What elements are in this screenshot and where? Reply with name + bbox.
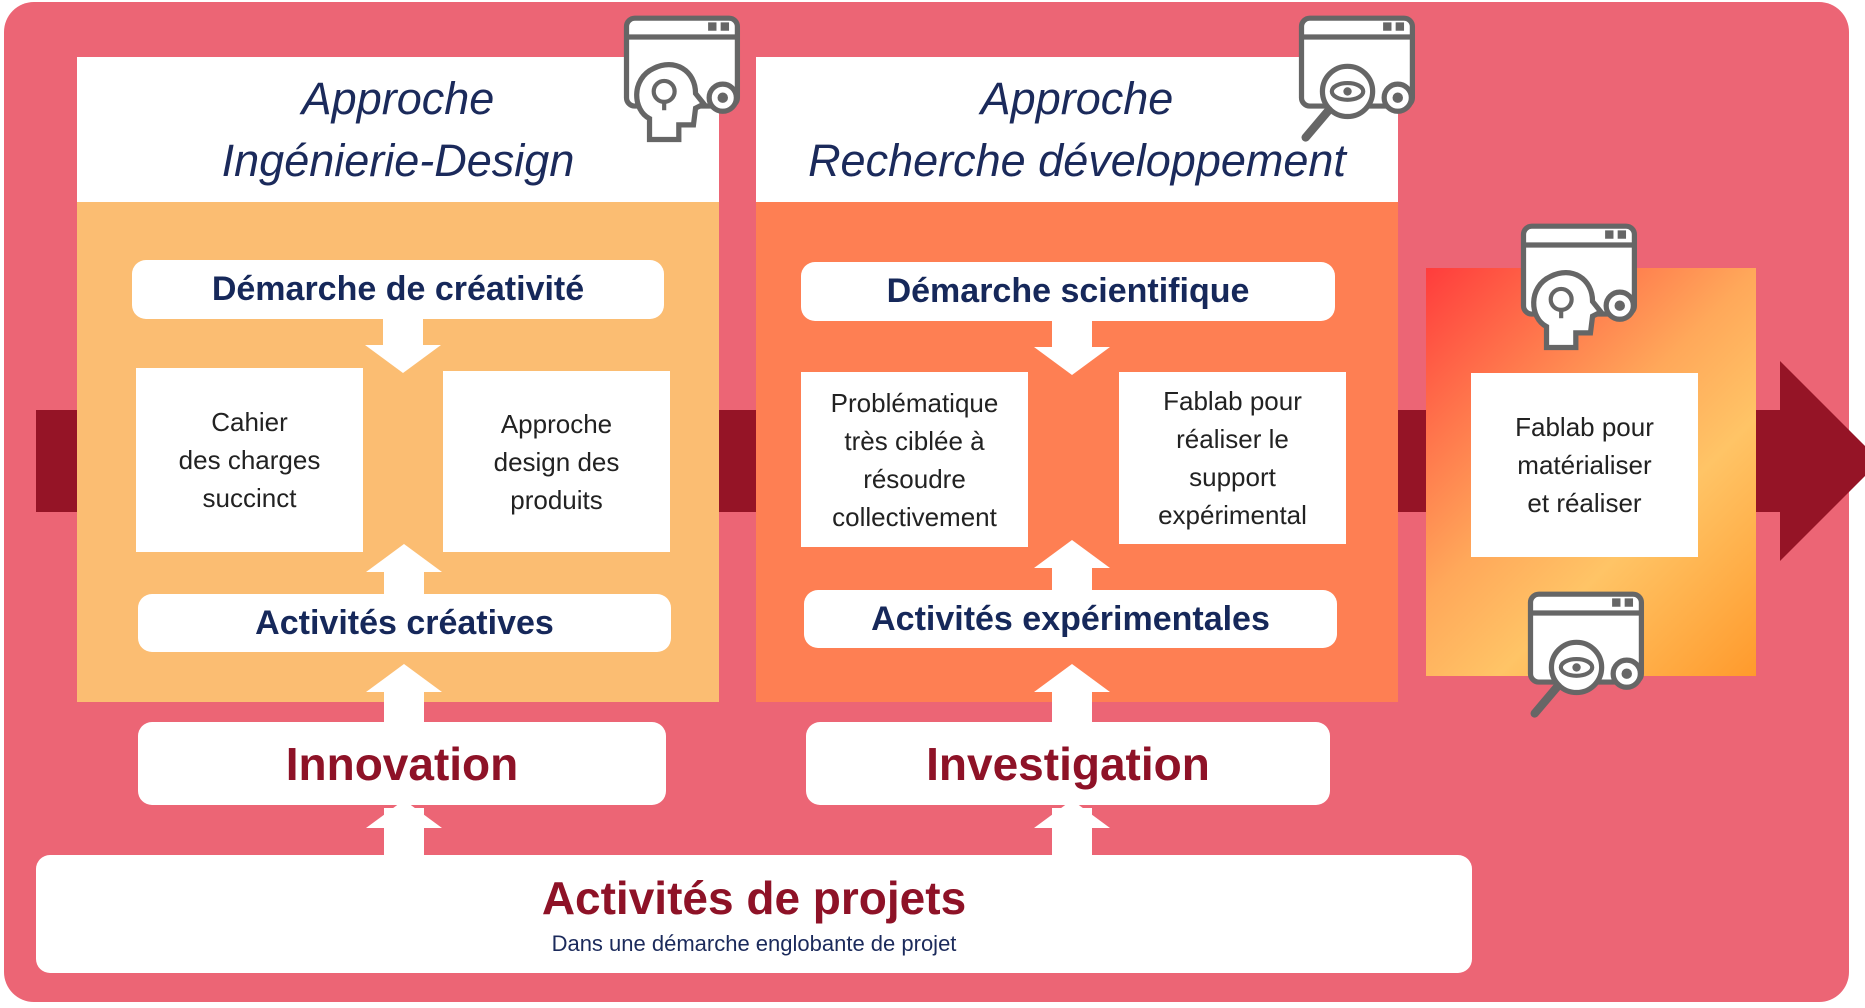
search-gear-window-icon (1293, 14, 1423, 150)
ingenierie-activites-label: Activités créatives (255, 603, 554, 642)
recherche-title-line1: Approche (980, 72, 1174, 124)
ingenierie-title-line2: Ingénierie-Design (221, 134, 575, 186)
recherche-activites-box: Activités expérimentales (804, 590, 1337, 648)
innovation-box: Innovation (138, 722, 666, 805)
projets-arrow-head-right (1034, 800, 1110, 828)
recherche-up-arrow-head-2 (1034, 664, 1110, 692)
recherche-title-box: Approche Recherche développement (756, 57, 1398, 202)
recherche-demarche-label: Démarche scientifique (886, 272, 1250, 310)
recherche-activites-label: Activités expérimentales (871, 599, 1270, 638)
recherche-demarche-box: Démarche scientifique (801, 262, 1335, 321)
recherche-down-arrow-shaft (1052, 321, 1092, 347)
ingenierie-up-arrow-head-2 (366, 664, 442, 692)
ingenierie-box-left-text: Cahier des charges succinct (178, 407, 321, 513)
projets-arrow-head-left (366, 800, 442, 828)
investigation-box: Investigation (806, 722, 1330, 805)
ingenierie-down-arrow-shaft (383, 319, 423, 345)
projets-box: Activités de projets Dans une démarche e… (36, 855, 1472, 973)
idea-gear-window-icon (1515, 222, 1645, 358)
recherche-box-left-text: Problématique très ciblée à résoudre col… (830, 387, 999, 532)
fablab-box: Fablab pour matérialiser et réaliser (1471, 373, 1698, 557)
projets-subtitle: Dans une démarche englobante de projet (551, 931, 957, 956)
fablab-box-text: Fablab pour matérialiser et réaliser (1515, 412, 1654, 518)
innovation-label: Innovation (285, 737, 519, 790)
recherche-box-right-text: Fablab pour réaliser le support expérime… (1158, 386, 1307, 530)
main-arrow-head (1780, 361, 1865, 561)
ingenierie-title-line1: Approche (301, 72, 495, 124)
recherche-up-arrow-shaft-1 (1052, 568, 1092, 590)
ingenierie-up-arrow-shaft-2 (384, 692, 424, 722)
ingenierie-down-arrow-head (365, 345, 441, 373)
ingenierie-demarche-label: Démarche de créativité (211, 270, 585, 308)
ingenierie-title-box: Approche Ingénierie-Design (77, 57, 719, 202)
investigation-label: Investigation (926, 737, 1210, 790)
ingenierie-activites-box: Activités créatives (138, 594, 671, 652)
recherche-box-right: Fablab pour réaliser le support expérime… (1119, 372, 1346, 544)
recherche-down-arrow-head (1034, 347, 1110, 375)
recherche-box-left: Problématique très ciblée à résoudre col… (801, 372, 1028, 547)
recherche-up-arrow-shaft-2 (1052, 692, 1092, 722)
ingenierie-box-right-text: Approche design des produits (493, 408, 620, 515)
ingenierie-up-arrow-shaft-1 (384, 572, 424, 594)
ingenierie-up-arrow-head-1 (366, 544, 442, 572)
ingenierie-demarche-box: Démarche de créativité (132, 260, 664, 319)
recherche-title-line2: Recherche développement (808, 134, 1346, 186)
ingenierie-box-left: Cahier des charges succinct (136, 368, 363, 552)
idea-gear-window-icon (618, 14, 748, 150)
projets-title: Activités de projets (541, 872, 967, 924)
ingenierie-box-right: Approche design des produits (443, 371, 670, 552)
search-gear-window-icon (1522, 590, 1652, 726)
recherche-up-arrow-head-1 (1034, 540, 1110, 568)
